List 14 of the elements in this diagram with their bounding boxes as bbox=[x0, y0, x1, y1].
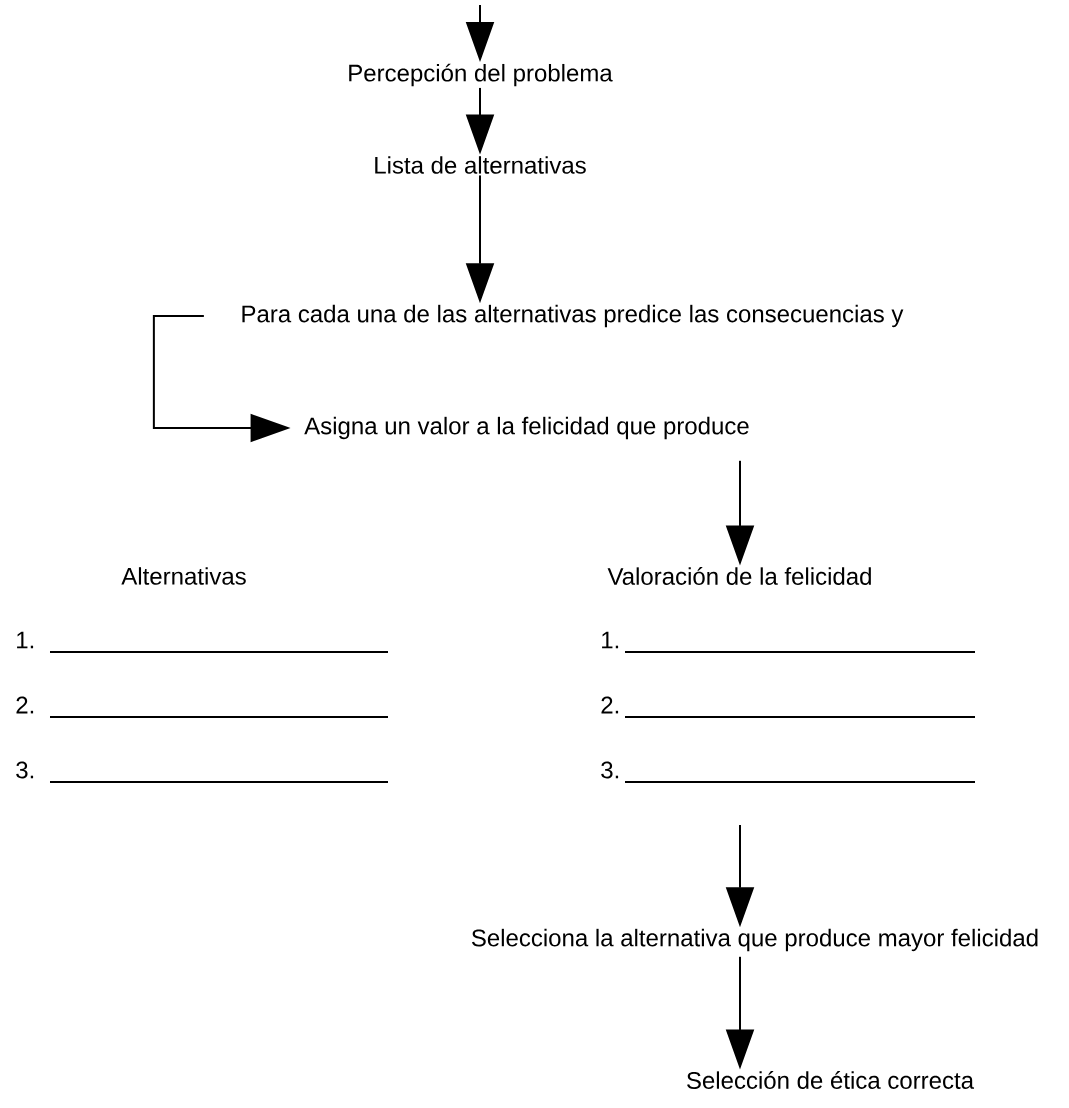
step-text: Alternativas bbox=[121, 567, 246, 585]
list-number: 2. bbox=[16, 696, 34, 714]
list-number: 1. bbox=[17, 631, 34, 649]
step-text: Para cada una de las alternativas predice las consecuencias y bbox=[242, 304, 904, 328]
step-text: Lista de alternativas bbox=[375, 156, 586, 174]
list-number: 3. bbox=[601, 761, 619, 779]
step-text: Percepción del problema bbox=[349, 63, 613, 87]
list-number: 3. bbox=[16, 761, 34, 779]
list-number: 2. bbox=[601, 696, 619, 714]
step-text: Valoración de la felicidad bbox=[607, 567, 871, 585]
list-number: 1. bbox=[602, 631, 619, 649]
step-text: Selección de ética correcta bbox=[687, 1071, 974, 1089]
step-text: Selecciona la alternativa que produce mayor felicidad bbox=[471, 928, 1038, 952]
step-text: Asigna un valor a la felicidad que produce bbox=[304, 416, 749, 440]
